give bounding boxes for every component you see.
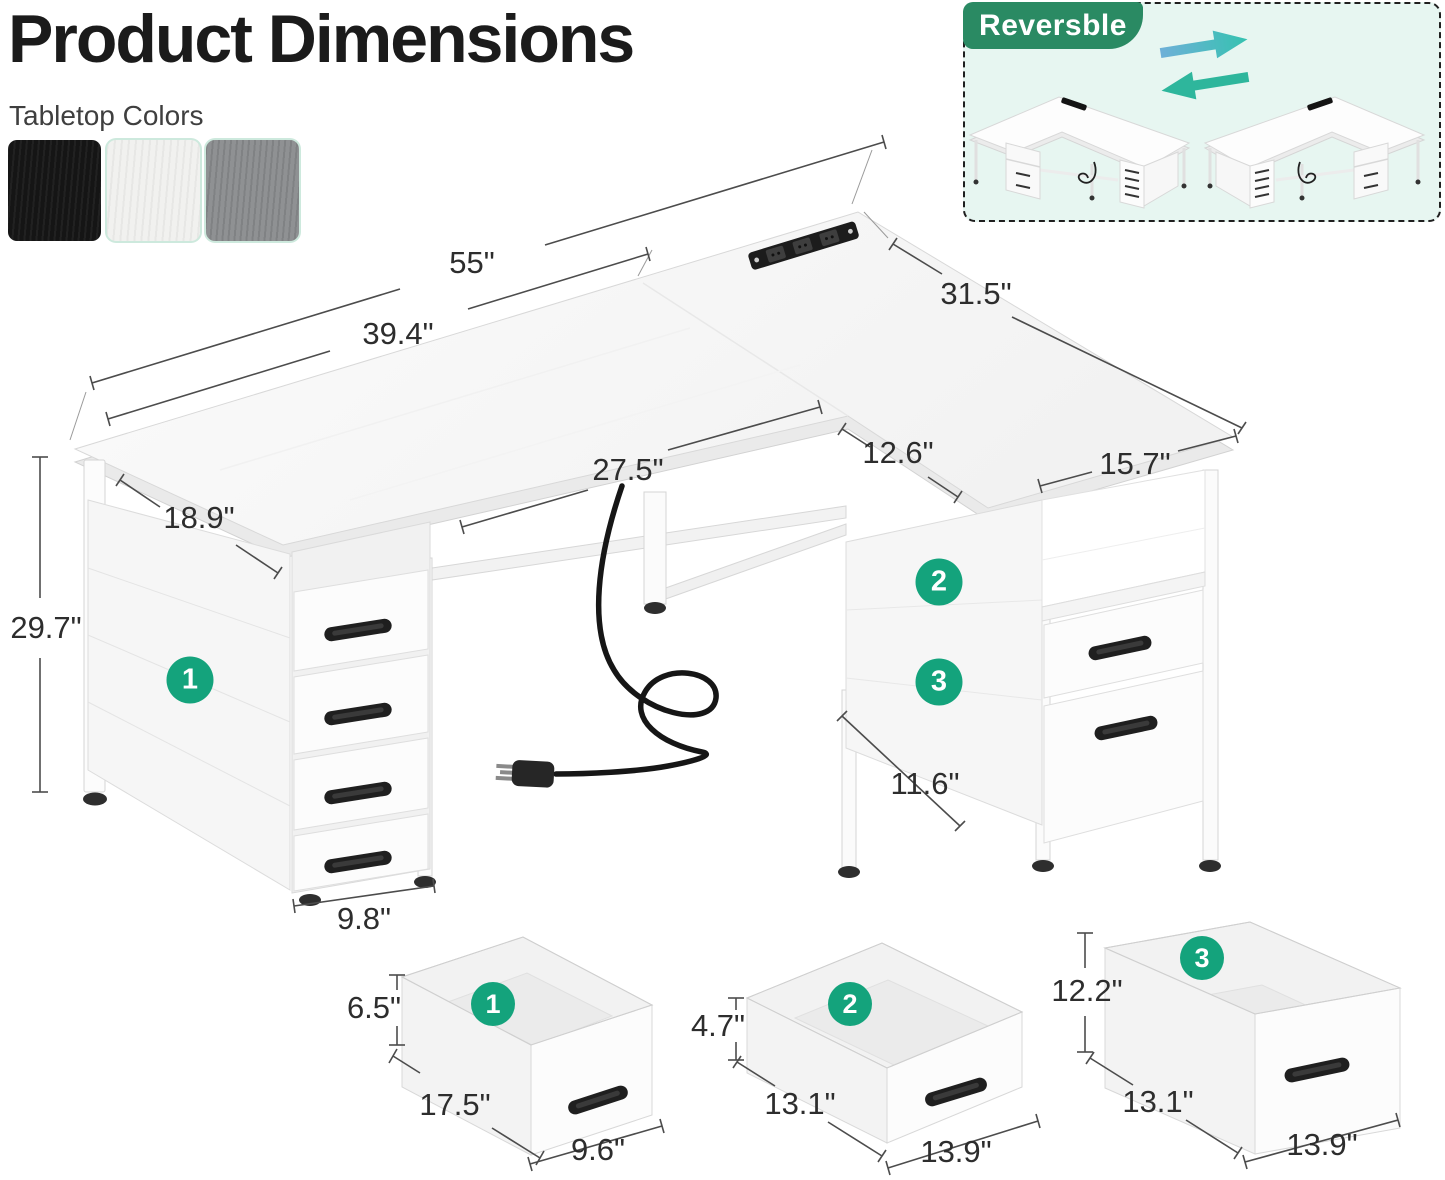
dim-label-left-unit-width: 9.8"	[336, 901, 392, 936]
box3-depth-label: 13.1"	[1122, 1084, 1194, 1119]
box-marker-2: 2	[828, 982, 872, 1026]
dim-label-wing-inner: 12.6"	[862, 435, 934, 470]
dim-label-total-width: 55"	[449, 245, 495, 280]
unit-marker-2: 2	[915, 558, 963, 606]
dim-label-height: 29.7"	[10, 610, 82, 645]
dim-label-knee-width: 27.5"	[592, 452, 664, 487]
box1-height-label: 6.5"	[346, 990, 402, 1025]
tabletop-colors-label: Tabletop Colors	[9, 100, 204, 131]
power-plug-icon	[495, 760, 555, 788]
unit-marker-3: 3	[915, 658, 963, 706]
reversible-badge: Reversble	[963, 2, 1143, 49]
swatch-gray	[206, 140, 299, 241]
power-strip	[748, 221, 859, 270]
box1-depth-label: 17.5"	[419, 1087, 491, 1122]
box-marker-3: 3	[1180, 936, 1224, 980]
dim-label-left-depth: 18.9"	[163, 500, 235, 535]
dim-label-right-unit-width: 11.6"	[890, 766, 960, 801]
swatch-black	[8, 140, 101, 241]
box1-width-label: 9.6"	[570, 1132, 626, 1167]
box-dimension-lines	[388, 932, 1401, 1176]
right-drawer-unit	[838, 469, 1221, 878]
swatch-white	[107, 140, 200, 241]
page-title: Product Dimensions	[8, 1, 635, 77]
dim-label-left-top: 39.4"	[362, 316, 434, 351]
box2-width-label: 13.9"	[920, 1134, 992, 1169]
box3-height-label: 12.2"	[1051, 973, 1123, 1008]
desk-tabletop	[73, 211, 1235, 559]
unit-marker-1: 1	[166, 656, 214, 704]
dim-label-wing-front: 15.7"	[1099, 446, 1171, 481]
box2-depth-label: 13.1"	[764, 1086, 836, 1121]
box-marker-1: 1	[471, 982, 515, 1026]
box2-height-label: 4.7"	[690, 1008, 746, 1043]
box3-width-label: 13.9"	[1286, 1127, 1358, 1162]
power-cord	[495, 483, 719, 788]
left-drawer-unit	[87, 499, 436, 906]
dim-label-wing-length: 31.5"	[940, 276, 1012, 311]
